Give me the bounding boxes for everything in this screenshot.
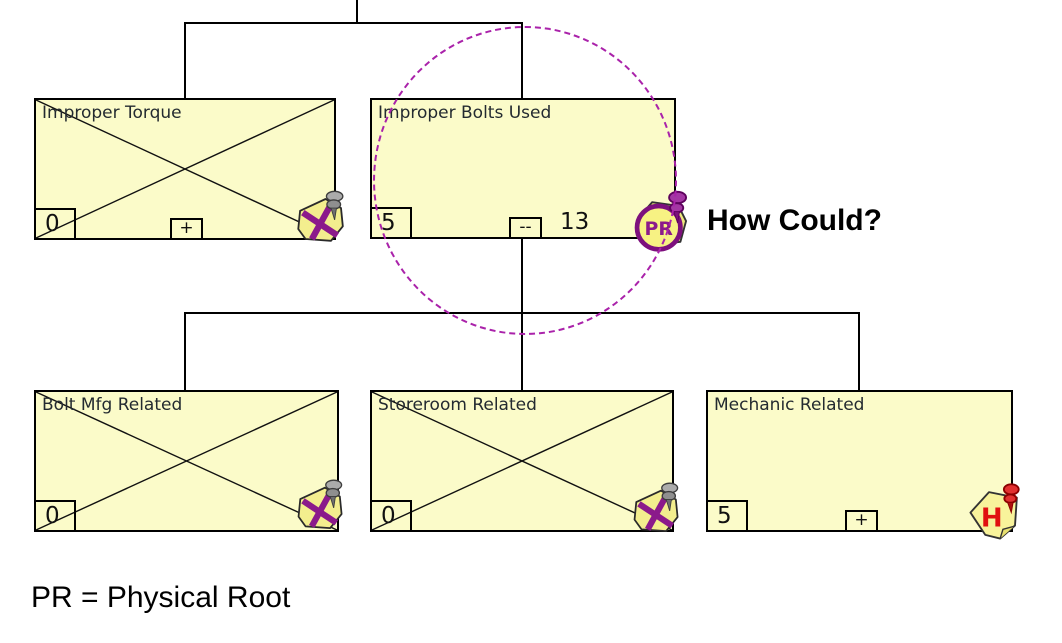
collapse-button[interactable]: -- <box>509 217 542 239</box>
expand-button[interactable]: + <box>845 510 878 532</box>
legend-pr-physical-root: PR = Physical Root <box>31 581 291 614</box>
connector-drop-storeroom <box>521 312 523 392</box>
connector-top-stub <box>356 0 358 24</box>
expand-button[interactable]: + <box>170 218 203 240</box>
how-could-label: How Could? <box>707 204 882 237</box>
verification-count: 0 <box>370 500 412 532</box>
crossed-out-x <box>372 392 672 530</box>
physical-root-badge-icon[interactable]: PR <box>628 189 697 255</box>
node-title: Improper Torque <box>42 103 182 123</box>
hidden-children-count: 13 <box>560 209 590 235</box>
node-mechanic-related[interactable]: Mechanic Related 5 + H <box>706 390 1020 540</box>
node-bolt-mfg-related[interactable]: Bolt Mfg Related 0 <box>34 390 343 532</box>
verification-count: 5 <box>370 207 412 239</box>
node-title: Bolt Mfg Related <box>42 395 183 415</box>
verification-count: 0 <box>34 500 76 532</box>
crossed-out-x <box>36 392 337 530</box>
pinned-note-x-icon[interactable] <box>626 481 687 539</box>
verification-count: 5 <box>706 500 748 532</box>
node-title: Improper Bolts Used <box>378 103 552 123</box>
connector-drop-improper-bolts <box>521 22 523 100</box>
connector-bolts-to-children <box>521 237 523 314</box>
verification-count: 0 <box>34 208 76 240</box>
node-title: Mechanic Related <box>714 395 865 415</box>
connector-drop-mechanic <box>858 312 860 392</box>
node-title: Storeroom Related <box>378 395 537 415</box>
pinned-note-x-icon[interactable] <box>289 478 352 536</box>
hypothesis-note-icon[interactable]: H <box>962 481 1029 546</box>
crossed-out-x <box>36 100 334 238</box>
node-storeroom-related[interactable]: Storeroom Related 0 <box>370 390 679 532</box>
pinned-note-x-icon[interactable] <box>289 189 353 249</box>
node-improper-torque[interactable]: Improper Torque 0 + <box>34 98 344 242</box>
pr-badge-label: PR <box>645 219 674 240</box>
hypothesis-badge-label: H <box>981 504 1003 534</box>
connector-level1-horizontal <box>184 22 523 24</box>
connector-drop-improper-torque <box>184 22 186 100</box>
connector-drop-bolt-mfg <box>184 312 186 392</box>
node-improper-bolts-used[interactable]: Improper Bolts Used 5 -- 13 PR <box>370 98 688 252</box>
